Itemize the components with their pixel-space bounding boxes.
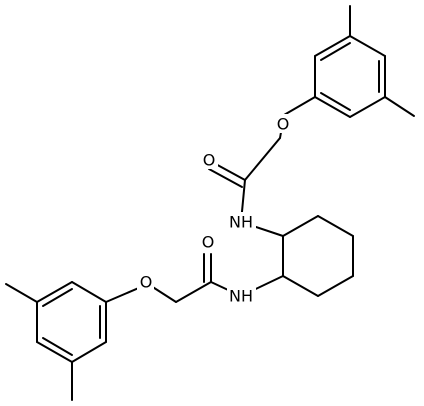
- bond: [283, 96, 316, 116]
- bond: [282, 215, 319, 237]
- atom-nh-bottom: NH: [227, 286, 256, 306]
- atom-label: O: [140, 273, 153, 292]
- bond: [282, 275, 319, 297]
- atom-o-ether-bottom: O: [137, 272, 154, 292]
- bond: [349, 96, 386, 118]
- atom-label: O: [203, 151, 216, 170]
- bond: [36, 341, 73, 363]
- atom-label: O: [277, 115, 290, 134]
- bond: [320, 92, 351, 111]
- bond: [384, 96, 415, 117]
- bond: [317, 275, 354, 297]
- atom-label: NH: [229, 287, 253, 306]
- bond: [36, 281, 73, 303]
- bond: [314, 96, 351, 118]
- bond: [71, 341, 107, 363]
- bond: [5, 283, 38, 303]
- bond: [175, 281, 212, 303]
- bonds: [5, 5, 415, 401]
- atom-label: NH: [229, 213, 253, 232]
- bond: [349, 35, 386, 57]
- atom-labels: O O NH O O NH: [137, 114, 291, 306]
- bond: [42, 337, 73, 356]
- atom-nh-top: NH: [227, 212, 256, 232]
- atom-label: O: [202, 233, 215, 252]
- bond: [320, 42, 351, 61]
- bond: [71, 281, 107, 303]
- atom-o-carbonyl-top: O: [200, 150, 218, 170]
- bond: [314, 35, 351, 57]
- bond: [208, 168, 243, 188]
- bond: [317, 215, 354, 237]
- atom-o-ether-top: O: [274, 114, 291, 134]
- bond: [244, 137, 281, 181]
- atom-o-carbonyl-bottom: O: [199, 232, 217, 252]
- bond: [42, 288, 73, 307]
